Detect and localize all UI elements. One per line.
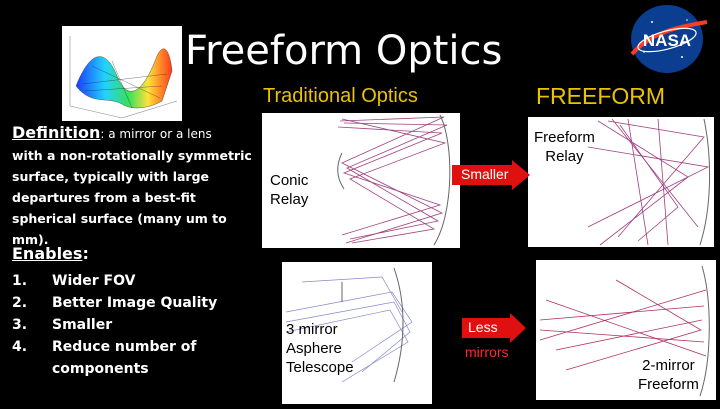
conic-relay-diagram — [262, 113, 460, 248]
list-item: components — [12, 358, 217, 380]
freeform-relay-label: Freeform Relay — [534, 128, 595, 166]
three-mirror-label: 3 mirror Asphere Telescope — [286, 320, 354, 377]
page-title: Freeform Optics — [185, 28, 503, 74]
freeform-relay-diagram — [528, 117, 714, 247]
freeform-heading: FREEFORM — [536, 83, 666, 109]
list-number: 4. — [12, 339, 28, 355]
less-mirrors-arrow: Less — [462, 313, 526, 343]
definition-inline: : a mirror or a lens — [100, 127, 212, 141]
list-item: 4. Reduce number of — [12, 336, 217, 358]
enables-label: Enables — [12, 244, 83, 263]
smaller-arrow-label: Smaller — [461, 166, 509, 182]
definition-heading: Definition: a mirror or a lens — [12, 123, 212, 142]
enables-list: 1. Wider FOV 2. Better Image Quality 3. Sma… — [12, 270, 217, 380]
traditional-optics-heading: Traditional Optics — [263, 85, 418, 107]
nasa-logo-text: NASA — [643, 31, 691, 50]
surface-plot-image — [62, 26, 182, 121]
list-number: 3. — [12, 317, 28, 333]
list-text: Better Image Quality — [52, 295, 218, 311]
three-mirror-telescope-diagram — [282, 262, 432, 404]
less-arrow-label: Less — [468, 319, 498, 335]
nasa-logo: NASA — [622, 2, 712, 76]
conic-label-line: Relay — [270, 191, 309, 208]
list-text: Wider FOV — [52, 273, 136, 289]
conic-relay-label: Conic Relay — [270, 171, 308, 209]
freeform-label-line: Freeform — [534, 129, 595, 146]
three-mirror-label-line: Telescope — [286, 359, 354, 376]
enables-colon: : — [82, 244, 89, 263]
three-mirror-label-line: 3 mirror — [286, 321, 338, 338]
list-text: Reduce number of — [52, 339, 197, 355]
list-item: 3. Smaller — [12, 314, 217, 336]
enables-heading: Enables: — [12, 244, 89, 263]
two-mirror-freeform-diagram — [536, 260, 716, 400]
list-number: 1. — [12, 273, 28, 289]
freeform-label-line: Relay — [545, 148, 584, 165]
two-mirror-label-line: 2-mirror — [642, 357, 695, 374]
three-mirror-label-line: Asphere — [286, 340, 342, 357]
definition-label: Definition — [12, 123, 101, 142]
conic-label-line: Conic — [270, 172, 309, 189]
definition-body: with a non-rotationally symmetric surfac… — [12, 148, 252, 247]
smaller-arrow: Smaller — [452, 160, 530, 190]
list-item: 2. Better Image Quality — [12, 292, 217, 314]
list-text-continued: components — [52, 361, 149, 377]
list-number: 2. — [12, 295, 28, 311]
list-item: 1. Wider FOV — [12, 270, 217, 292]
list-text: Smaller — [52, 317, 113, 333]
mirrors-label: mirrors — [465, 344, 509, 360]
two-mirror-label-line: Freeform — [638, 376, 699, 393]
two-mirror-label: 2-mirror Freeform — [638, 356, 699, 394]
